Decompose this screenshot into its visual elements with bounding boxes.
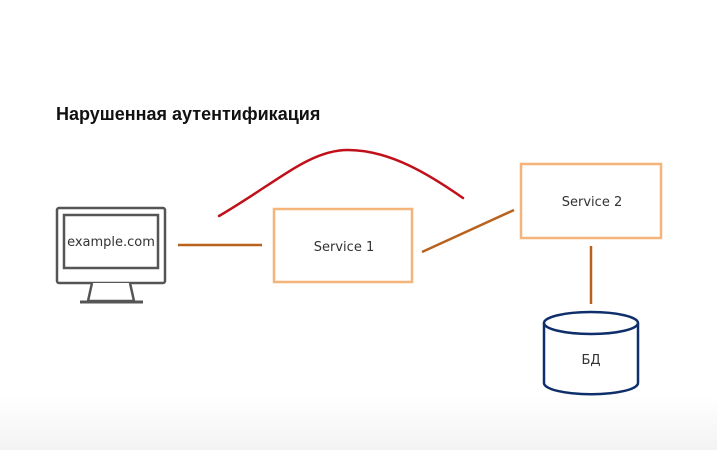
service1-box	[272, 207, 414, 284]
connector-service1-service2	[421, 208, 515, 254]
service2-box	[519, 162, 663, 240]
service2-label: Service 2	[562, 195, 622, 210]
attack-arc	[217, 148, 465, 218]
client-label: example.com	[67, 235, 155, 250]
monitor-icon	[55, 206, 167, 304]
database-label: БД	[581, 353, 600, 368]
service1-label: Service 1	[314, 240, 374, 255]
slide-title: Нарушенная аутентификация	[56, 104, 321, 124]
database-icon	[542, 310, 640, 396]
